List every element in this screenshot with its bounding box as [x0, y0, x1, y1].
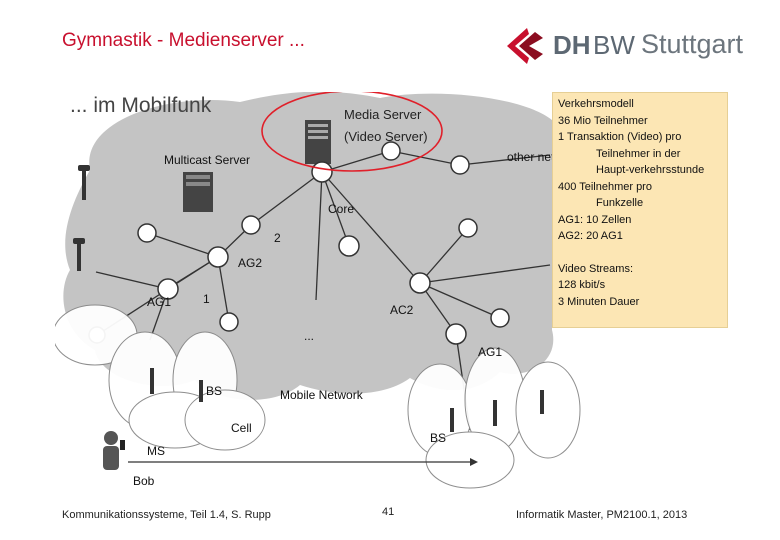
node-1 [137, 223, 157, 243]
node-ag1-right [445, 323, 467, 345]
node-3 [338, 235, 360, 257]
page-number: 41 [382, 506, 395, 518]
arrow-icon [470, 458, 478, 466]
info-line: 400 Teilnehmer pro [558, 180, 652, 193]
label-ms: MS [147, 444, 165, 458]
slide-heading: ... im Mobilfunk [70, 94, 212, 117]
label-other-network: other netw [507, 150, 563, 164]
network-diagram: Multicast Server other netw Core 2 AG2 1… [55, 92, 581, 489]
cloud-shape [63, 92, 554, 400]
node-8 [219, 312, 239, 332]
label-ag1-left: AG1 [147, 295, 171, 309]
info-line: Video Streams: [558, 262, 634, 275]
info-line: 1 Transaktion (Video) pro [558, 131, 682, 143]
node-7 [490, 308, 510, 328]
node-ac2 [409, 272, 431, 294]
label-multicast-server: Multicast Server [164, 153, 250, 167]
footer-right: Informatik Master, PM2100.1, 2013 [516, 509, 688, 521]
node-6 [458, 218, 478, 238]
dhbw-logo-mark-icon [507, 28, 543, 64]
dhbw-logo: DH BW Stuttgart [505, 24, 745, 68]
label-ag1-right: AG1 [478, 345, 502, 359]
info-line: 128 kbit/s [558, 279, 606, 291]
label-num2: 2 [274, 231, 281, 245]
label-num1: 1 [203, 292, 210, 306]
media-server-highlight [261, 92, 443, 172]
traffic-model-box: Verkehrsmodell 36 Mio Teilnehmer 1 Trans… [552, 92, 728, 328]
info-line: Haupt-verkehrsstunde [596, 164, 705, 176]
mobile-user-icon [103, 431, 125, 470]
info-line: 3 Minuten Dauer [558, 295, 640, 308]
slide-title: Gymnastik - Medienserver ... [62, 30, 305, 51]
info-line: Teilnehmer in der [596, 147, 681, 160]
media-server-label-line1: Media Server [344, 107, 422, 122]
base-station-antenna-icon [150, 368, 544, 432]
media-server-label-line2: (Video Server) [344, 129, 428, 144]
info-line: 36 Mio Teilnehmer [558, 114, 648, 127]
label-bob: Bob [133, 474, 155, 488]
info-spacer [558, 245, 727, 261]
info-line: AG1: 10 Zellen [558, 213, 632, 226]
node-ag1-left [157, 278, 179, 300]
logo-dh-text: DH [553, 30, 591, 60]
label-mobile-network: Mobile Network [280, 388, 364, 402]
media-server-label: Media Server (Video Server) [344, 104, 428, 148]
node-5 [450, 155, 470, 175]
media-server-icon [305, 120, 331, 164]
label-cell: Cell [231, 421, 252, 435]
node-4 [381, 141, 401, 161]
antenna-icon [73, 165, 90, 271]
radio-cells-left [55, 304, 266, 451]
info-line: AG2: 20 AG1 [558, 230, 623, 242]
label-ac2: AC2 [390, 303, 414, 317]
logo-city-text: Stuttgart [641, 29, 744, 59]
logo-bw-text: BW [593, 30, 635, 60]
node-core [311, 161, 333, 183]
node-2 [241, 215, 261, 235]
info-line: Funkzelle [596, 197, 644, 209]
node-ag2 [207, 246, 229, 268]
label-bs-left: BS [206, 384, 222, 398]
label-ag2: AG2 [238, 256, 262, 270]
label-bs-right: BS [430, 431, 446, 445]
label-dots: ... [304, 329, 314, 343]
footer-left: Kommunikationssysteme, Teil 1.4, S. Rupp [62, 509, 271, 521]
info-line: Verkehrsmodell [558, 98, 634, 110]
label-core: Core [328, 202, 354, 216]
server-icon [183, 172, 213, 212]
